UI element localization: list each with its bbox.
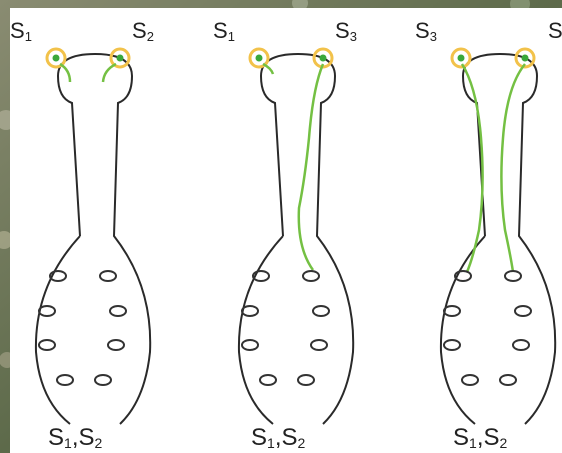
ovule (38, 339, 56, 351)
pollen-grain-ring (45, 47, 67, 69)
ovule (297, 374, 315, 386)
ovule (99, 270, 117, 282)
pistil-1: S1 S2 S1,S2 (10, 18, 154, 451)
ovule (252, 270, 270, 282)
pollen-grain-core (116, 54, 124, 62)
stigma-label-left: S3 (415, 18, 437, 44)
ovule (241, 305, 259, 317)
pollen-grain-ring (450, 47, 472, 69)
ovule (312, 305, 330, 317)
pollen-tube (460, 63, 484, 273)
stigma-label-left: S1 (10, 18, 32, 44)
ovary-genotype-label: S1,S2 (48, 424, 103, 451)
pollen-grain-core (521, 54, 529, 62)
pistil-3: S3 S S1,S2 (415, 18, 562, 451)
pistil-2: S1 S3 S1,S2 (213, 18, 357, 451)
pollen-tube (297, 63, 325, 271)
pollen-grain-ring (514, 47, 536, 69)
pistil-outline (237, 52, 355, 425)
ovary-genotype-label: S1,S2 (453, 424, 508, 451)
ovule (109, 305, 127, 317)
pistil-outline (439, 52, 557, 425)
ovule (461, 374, 479, 386)
ovule (56, 374, 74, 386)
pollen-grain-ring (248, 47, 270, 69)
pollen-grain-core (457, 54, 465, 62)
pistil-diagram: S1 S2 S1,S2 (10, 18, 562, 451)
ovule (499, 374, 517, 386)
stigma-label-right: S3 (335, 18, 357, 44)
ovule (94, 374, 112, 386)
pollen-tube (262, 62, 275, 75)
ovule (443, 305, 461, 317)
ovule (454, 270, 472, 282)
ovule (38, 305, 56, 317)
stigma-label-right: S (548, 18, 562, 43)
pollen-tube (101, 62, 117, 83)
pollen-grain-core (255, 54, 263, 62)
ovule (514, 305, 532, 317)
diagram-panel: S1 S2 S1,S2 (10, 8, 562, 453)
stigma-label-right: S2 (132, 18, 154, 44)
ovule (504, 270, 522, 282)
ovule (259, 374, 277, 386)
stigma-label-left: S1 (213, 18, 235, 44)
pollen-tube (500, 63, 526, 273)
pollen-grain-core (52, 54, 60, 62)
ovule (512, 339, 530, 351)
ovule (241, 339, 259, 351)
ovule (443, 339, 461, 351)
pollen-tube (59, 62, 72, 83)
pistil-outline (34, 52, 152, 425)
pollen-grain-core (319, 54, 327, 62)
ovule (302, 270, 320, 282)
pollen-grain-ring (109, 47, 131, 69)
ovule (107, 339, 125, 351)
ovule (310, 339, 328, 351)
ovary-genotype-label: S1,S2 (251, 424, 306, 451)
ovule (49, 270, 67, 282)
